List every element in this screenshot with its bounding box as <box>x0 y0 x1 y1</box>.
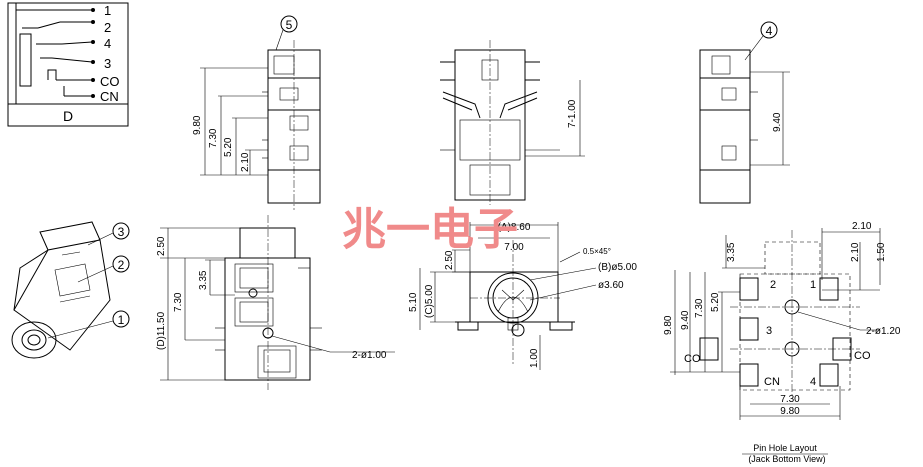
pcb-dim-9-80-horizontal: 9.80 <box>780 406 800 417</box>
side-view-right: 9.40 4 <box>699 21 790 204</box>
callout-2: 2 <box>118 258 125 272</box>
pcb-dim-5-20: 5.20 <box>710 292 721 312</box>
pin-label-3: 3 <box>104 56 111 71</box>
dim-3-35-top: 3.35 <box>198 270 209 290</box>
dim-7-1-00: 7-1.00 <box>567 99 578 128</box>
pcb-dim-7-30-horizontal: 7.30 <box>780 394 800 405</box>
dim-2-50-section: 2.50 <box>444 250 455 270</box>
isometric-view: 3 2 1 <box>11 221 130 359</box>
pcb-dim-1-50: 1.50 <box>876 242 887 262</box>
pad-label-3: 3 <box>766 325 772 337</box>
pin-label-co: CO <box>100 74 120 89</box>
pcb-dim-7-30-vertical: 7.30 <box>694 298 705 318</box>
dim-1-00-section: 1.00 <box>529 348 540 368</box>
caption-pin-hole-layout: Pin Hole Layout <box>753 443 817 453</box>
pad-label-co-right: CO <box>854 350 871 362</box>
pin-hole-layout: 3.35 2.10 2.10 1.50 5.20 7.30 9.40 9.80 … <box>663 221 901 464</box>
callout-3: 3 <box>118 225 125 239</box>
caption-jack-bottom-view: (Jack Bottom View) <box>748 454 825 464</box>
dim-11-50: (D)11.50 <box>156 311 167 350</box>
dim-7-00: 7.00 <box>504 242 524 253</box>
pin-label-2: 2 <box>104 20 111 35</box>
pad-label-1: 1 <box>810 279 816 291</box>
hole-note-pcb: 2-ø1.20 <box>866 326 901 337</box>
schematic-symbol: 1 2 4 3 CO CN D <box>7 2 129 127</box>
pin-label-cn: CN <box>100 89 119 104</box>
callout-5: 5 <box>286 18 293 32</box>
dim-2-50-top: 2.50 <box>156 236 167 256</box>
dim-c-5-00: (C)5.00 <box>424 284 435 318</box>
section-view: (A)8.60 7.00 2.50 0.5×45° (B)ø5.00 ø3.60… <box>408 222 637 370</box>
dim-5-10: 5.10 <box>408 292 419 312</box>
dim-9-80: 9.80 <box>192 115 203 135</box>
dim-2-10: 2.10 <box>240 152 251 172</box>
dim-7-30-top: 7.30 <box>173 292 184 312</box>
dim-b-diameter-5-00: (B)ø5.00 <box>598 262 637 273</box>
callout-1: 1 <box>118 313 125 327</box>
chamfer-note: 0.5×45° <box>583 247 611 256</box>
hole-note-top: 2-ø1.00 <box>352 350 387 361</box>
model-letter: D <box>63 108 73 124</box>
dim-a-8-60: (A)8.60 <box>498 222 531 233</box>
dim-7-30: 7.30 <box>208 128 219 148</box>
pcb-dim-9-40: 9.40 <box>680 310 691 330</box>
pad-label-4: 4 <box>810 376 816 388</box>
dim-9-40: 9.40 <box>772 112 783 132</box>
side-view-left: 9.80 7.30 5.20 2.10 5 <box>192 15 321 210</box>
pin-label-4: 4 <box>104 36 111 51</box>
pad-label-co-left: CO <box>684 353 701 365</box>
pad-label-2: 2 <box>770 279 776 291</box>
pcb-dim-2-10-horizontal: 2.10 <box>852 221 872 232</box>
callout-4: 4 <box>766 24 773 38</box>
pcb-dim-3-35: 3.35 <box>726 242 737 262</box>
watermark-text: 兆一电子 <box>342 204 518 255</box>
pad-label-cn: CN <box>764 376 780 388</box>
pcb-dim-2-10-vertical: 2.10 <box>850 242 861 262</box>
front-view: 7-1.00 <box>440 40 585 205</box>
pin-label-1: 1 <box>104 3 111 18</box>
top-view: 2.50 3.35 7.30 (D)11.50 2-ø1.00 <box>156 215 395 390</box>
dim-diameter-3-60: ø3.60 <box>598 280 624 291</box>
pcb-dim-9-80-vertical: 9.80 <box>663 315 674 335</box>
dim-5-20: 5.20 <box>223 137 234 157</box>
